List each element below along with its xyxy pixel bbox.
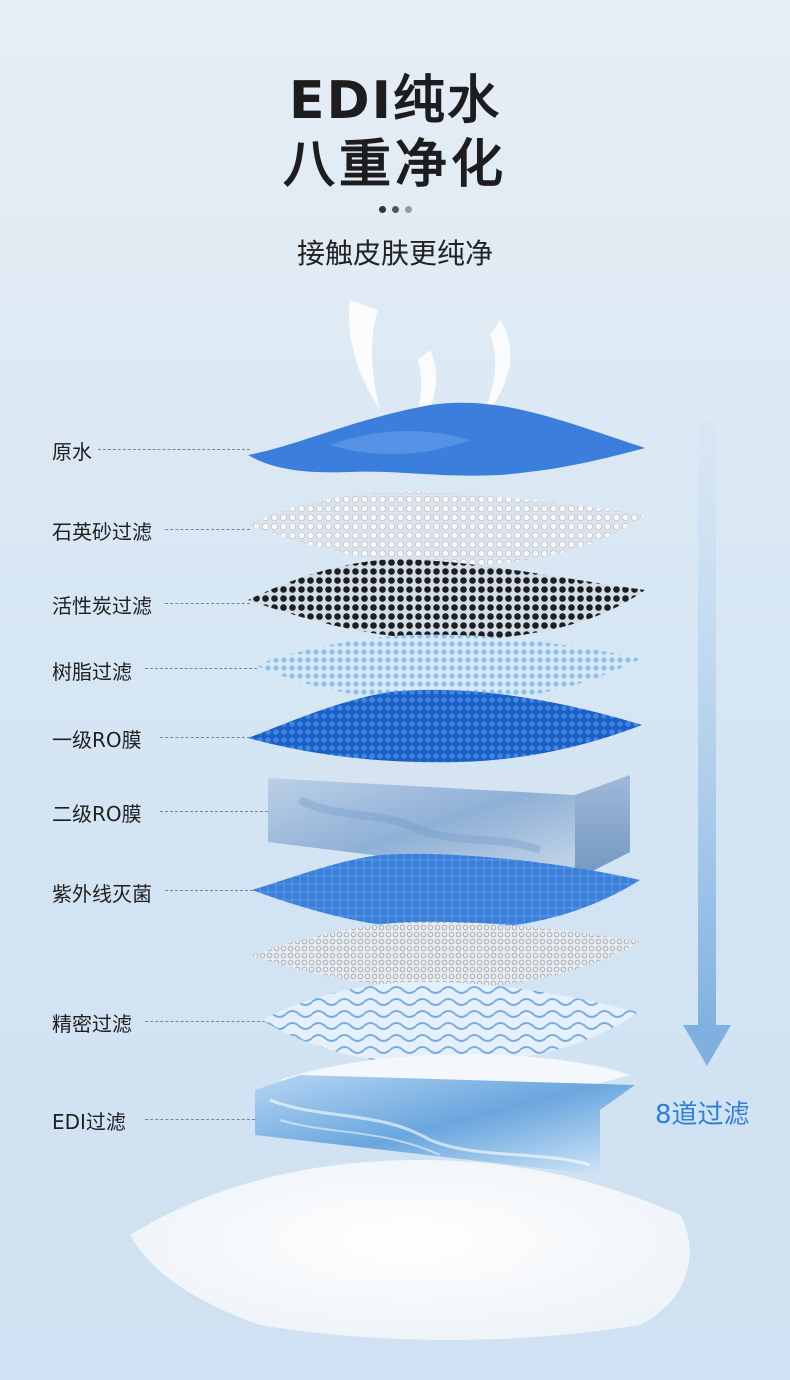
label-precision-filter: 精密过滤 xyxy=(52,1012,132,1036)
flow-label: 8道过滤 xyxy=(655,1100,750,1130)
layer-uv-sterilization xyxy=(252,853,640,931)
leader-line xyxy=(145,1021,265,1022)
title-line-2: 八重净化 xyxy=(282,135,507,195)
label-quartz-sand: 石英砂过滤 xyxy=(52,520,152,544)
layer-edi xyxy=(255,1075,635,1175)
label-raw-water: 原水 xyxy=(52,440,92,464)
leader-line xyxy=(160,737,250,738)
leader-line xyxy=(165,529,250,530)
leader-line xyxy=(165,890,253,891)
label-resin: 树脂过滤 xyxy=(52,660,132,684)
layer-resin xyxy=(255,634,642,703)
leader-line xyxy=(145,1119,255,1120)
leader-line xyxy=(98,449,250,450)
layer-ro-membrane-1 xyxy=(248,689,642,763)
label-edi: EDI过滤 xyxy=(52,1110,126,1134)
leader-line xyxy=(160,811,268,812)
layer-quartz-sand xyxy=(248,491,645,566)
leader-line xyxy=(165,603,250,604)
subtitle: 接触皮肤更纯净 xyxy=(296,237,493,270)
title-line-1: EDI纯水 xyxy=(288,71,502,131)
layer-activated-carbon xyxy=(248,559,645,641)
layer-gray-mesh xyxy=(250,921,640,989)
label-ro-membrane-1: 一级RO膜 xyxy=(52,728,142,752)
label-activated-carbon: 活性炭过滤 xyxy=(52,594,152,618)
leader-line xyxy=(145,668,257,669)
layer-ro-membrane-2 xyxy=(268,758,630,880)
arrow-down-icon xyxy=(683,420,731,1066)
dots-divider xyxy=(0,198,790,217)
label-ro-membrane-2: 二级RO膜 xyxy=(52,802,142,826)
layer-precision-filter xyxy=(262,981,638,1066)
label-uv-sterilization: 紫外线灭菌 xyxy=(52,882,152,906)
soft-cloth-base xyxy=(130,1160,690,1340)
